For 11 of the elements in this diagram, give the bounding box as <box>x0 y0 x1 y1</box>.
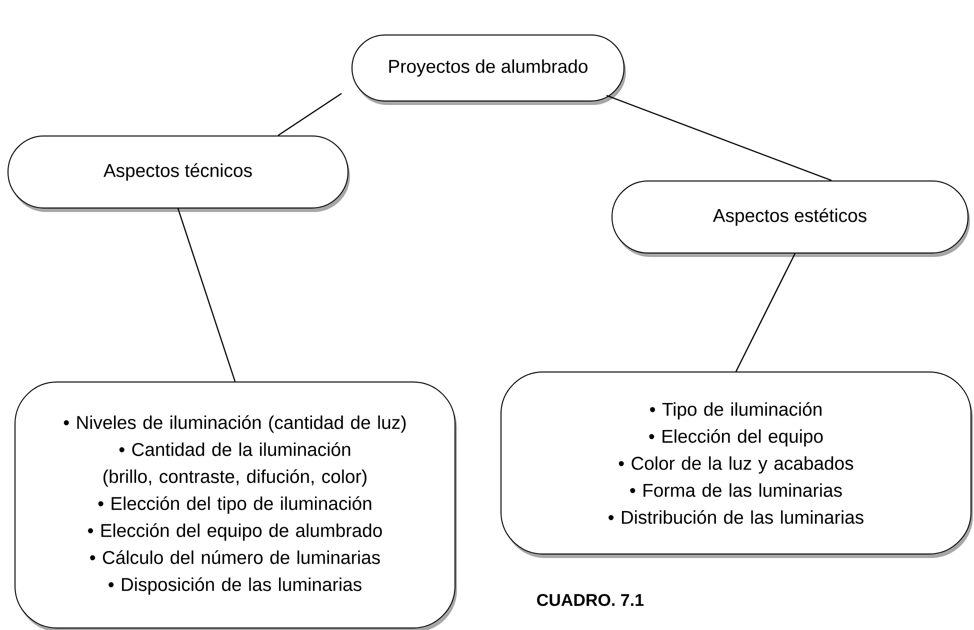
pill-box: Proyectos de alumbrado <box>352 34 626 105</box>
pill-box: Aspectos técnicos <box>8 136 350 212</box>
connector-line <box>278 93 342 136</box>
connector-line <box>606 94 832 182</box>
connector-line <box>735 253 796 372</box>
connector-line <box>177 208 236 382</box>
caption: CUADRO. 7.1 <box>537 594 644 606</box>
rounded-box: • Niveles de iluminación (cantidad de luz) • Cantidad de la iluminación (brillo, contraste, difución, color) • Elección del tipo de iluminación • Elección del equipo de alumbrado • Cálculo del número de luminarias • Disposición de las luminarias <box>14 382 457 630</box>
node-label: Aspectos estéticos <box>712 208 866 226</box>
pill-box: Aspectos estéticos <box>612 180 970 257</box>
rounded-box: • Tipo de iluminación • Elección del equipo • Color de la luz y acabados • Forma de las luminarias • Distribución de las luminarias <box>500 372 973 558</box>
